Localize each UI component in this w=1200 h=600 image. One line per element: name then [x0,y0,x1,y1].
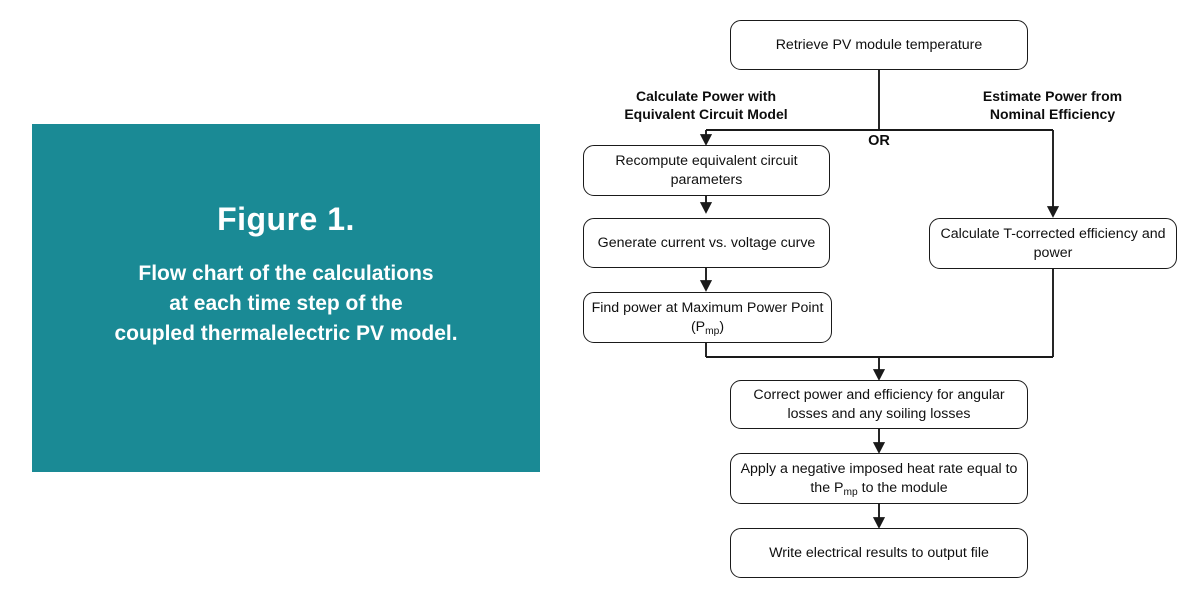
node-label-line-1: Find power at Maximum Power Point [591,300,824,317]
node-label-prefix: (P [690,318,706,335]
caption-line-3: coupled thermalelectric PV model. [114,321,458,345]
node-generate-current-vs-voltage-curve[interactable]: Generate current vs. voltage curve [583,218,830,268]
flowchart-diagram: Retrieve PV module temperature Calculate… [560,0,1200,600]
node-write-electrical-results-to-output-file[interactable]: Write electrical results to output file [730,528,1028,578]
node-label: Generate current vs. voltage curve [597,234,816,251]
node-label-line-1: Correct power and efficiency for angular [753,387,1005,404]
node-label-subscript: mp [843,486,858,498]
caption-line-2: at each time step of the [169,292,403,315]
node-calculate-t-corrected-efficiency-and-power[interactable]: Calculate T-corrected efficiency and pow… [929,218,1177,269]
node-apply-negative-imposed-heat-rate[interactable]: Apply a negative imposed heat rate equal… [730,453,1028,504]
node-label-subscript: mp [705,325,720,337]
branch-label-left-line-2: Equivalent Circuit Model [624,105,788,122]
node-label-suffix: ) [719,318,725,335]
node-label: Retrieve PV module temperature [775,36,983,53]
branch-label-right-line-2: Nominal Efficiency [989,105,1116,122]
flowchart-connectors [699,70,1060,529]
caption-line-1: Flow chart of the calculations [138,262,434,286]
node-label-suffix: to the module [857,479,948,496]
node-label-line-2: the Pmp to the module [810,479,948,498]
branch-label-right: Estimate Power from Nominal Efficiency [905,88,1200,124]
node-correct-power-and-efficiency-for-angular-losses[interactable]: Correct power and efficiency for angular… [730,380,1028,429]
node-label-line-2: power [1033,244,1073,261]
node-retrieve-pv-module-temperature[interactable]: Retrieve PV module temperature [730,20,1028,70]
branch-label-right-line-1: Estimate Power from [982,88,1123,104]
node-label-line-2: parameters [670,171,743,188]
page-title: Figure 1. [217,201,355,237]
figure-caption-text: Flow chart of the calculations at each t… [32,259,540,348]
node-label-line-1: Calculate T-corrected efficiency and [940,226,1166,243]
node-recompute-equivalent-circuit-parameters[interactable]: Recompute equivalent circuit parameters [583,145,830,196]
node-label-line-2: (Pmp) [690,318,725,337]
node-label-line-2: losses and any soiling losses [787,405,971,422]
node-label-prefix: the P [810,479,844,496]
branch-label-left: Calculate Power with Equivalent Circuit … [582,88,830,124]
node-label-line-1: Apply a negative imposed heat rate equal… [740,461,1018,478]
figure-caption-panel: Figure 1. Flow chart of the calculations… [32,124,540,472]
node-label: Write electrical results to output file [769,544,989,561]
branch-connector-or-label: OR [868,133,890,149]
branch-label-left-line-1: Calculate Power with [635,88,777,104]
node-find-power-at-maximum-power-point[interactable]: Find power at Maximum Power Point (Pmp) [583,292,832,343]
node-label-line-1: Recompute equivalent circuit [615,153,798,170]
